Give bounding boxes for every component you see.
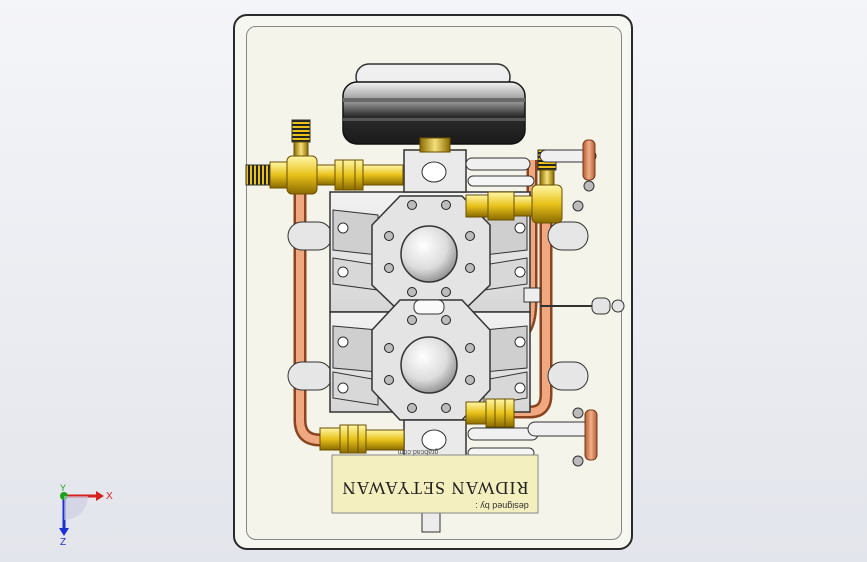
lower-cylinder-head[interactable] bbox=[371, 299, 491, 421]
y-axis-label: Y bbox=[60, 484, 66, 493]
right-exhaust-fitting[interactable] bbox=[465, 398, 515, 428]
crank-handle[interactable] bbox=[523, 287, 625, 315]
nameplate-credit: designed by : bbox=[475, 501, 529, 511]
nameplate: RIDWAN SETYAWAN designed by : grabcad.co… bbox=[331, 448, 539, 514]
left-exhaust-fitting[interactable] bbox=[319, 424, 405, 454]
left-intake-fitting[interactable] bbox=[245, 119, 404, 195]
upper-valve-linkage[interactable] bbox=[465, 139, 597, 212]
z-axis-label: Z bbox=[60, 537, 66, 546]
nameplate-title: RIDWAN SETYAWAN bbox=[341, 478, 528, 498]
right-intake-fitting[interactable] bbox=[465, 149, 563, 224]
upper-cylinder-head[interactable] bbox=[371, 195, 491, 313]
lower-valve-linkage[interactable] bbox=[467, 407, 598, 467]
x-axis-label: X bbox=[106, 491, 113, 502]
top-valve-housing[interactable] bbox=[403, 137, 467, 193]
orientation-triad: X Y Z bbox=[59, 484, 113, 546]
flywheel[interactable] bbox=[342, 63, 526, 145]
nameplate-url: grabcad.com bbox=[398, 448, 439, 455]
